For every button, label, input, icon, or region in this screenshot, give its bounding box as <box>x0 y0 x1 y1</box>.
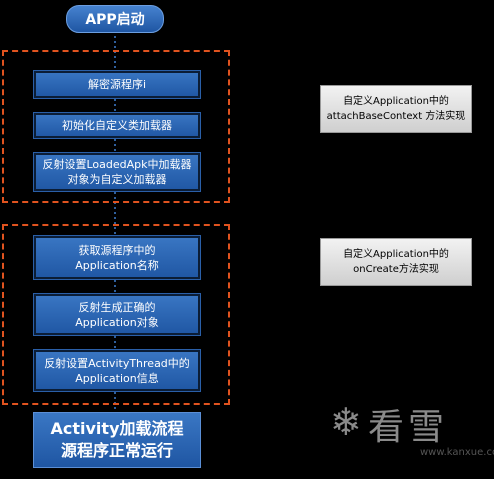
watermark-url: www.kanxue.com <box>420 447 494 458</box>
snowflake-icon: ❄ <box>330 400 362 444</box>
note-2-line-2: onCreate方法实现 <box>353 264 439 275</box>
end-line-2: 源程序正常运行 <box>60 441 173 460</box>
group-1-border <box>2 50 230 203</box>
step-create-app: 反射生成正确的Application对象 <box>33 293 201 336</box>
note-attachbasecontext: 自定义Application中的 attachBaseContext 方法实现 <box>320 85 472 133</box>
step-get-app-name: 获取源程序中的Application名称 <box>33 235 201 280</box>
note-2-line-1: 自定义Application中的 <box>343 249 449 260</box>
note-1-line-2: attachBaseContext 方法实现 <box>326 111 466 122</box>
note-1-line-1: 自定义Application中的 <box>343 96 449 107</box>
start-node: APP启动 <box>66 5 164 33</box>
step-set-loadedapk: 反射设置LoadedApk中加载器对象为自定义加载器 <box>33 152 201 192</box>
watermark-logo: 看雪 <box>368 407 449 448</box>
end-line-1: Activity加载流程 <box>50 419 184 438</box>
group-2-border <box>2 224 230 405</box>
step-decrypt: 解密源程序i <box>33 70 201 99</box>
end-node: Activity加载流程 源程序正常运行 <box>33 412 201 468</box>
step-set-activitythread: 反射设置ActivityThread中的Application信息 <box>33 349 201 392</box>
note-oncreate: 自定义Application中的 onCreate方法实现 <box>320 238 472 286</box>
step-init-classloader: 初始化自定义类加载器 <box>33 112 201 139</box>
